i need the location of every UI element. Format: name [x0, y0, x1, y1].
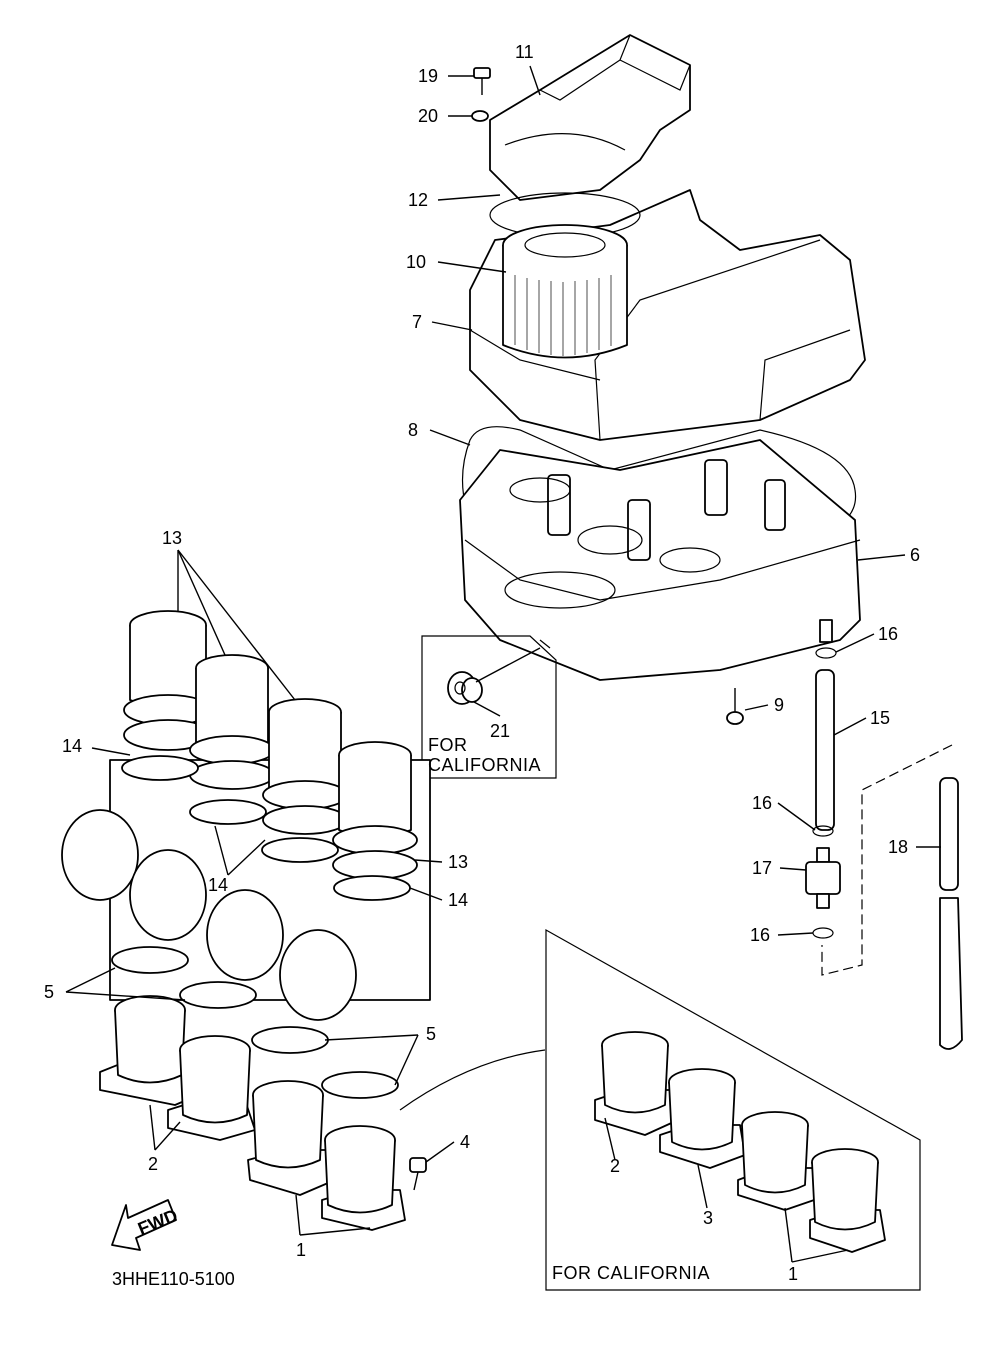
callout-2-inset: 2	[610, 1156, 620, 1176]
fwd-arrow	[111, 1199, 177, 1251]
callout-8: 8	[408, 420, 418, 440]
california-box-frame	[421, 635, 557, 779]
callout-16-mid: 16	[752, 793, 772, 813]
bolt-4	[409, 1157, 427, 1191]
callout-16-bottom: 16	[750, 925, 770, 945]
california-joint-2	[594, 1031, 679, 1136]
clamp-5-3	[251, 1026, 329, 1054]
callout-10: 10	[406, 252, 426, 272]
california-joint-3	[659, 1068, 746, 1169]
california-box-line1: FOR	[428, 735, 468, 755]
grommet-21	[447, 671, 483, 705]
callout-17: 17	[752, 858, 772, 878]
clamp-5-1	[111, 946, 189, 974]
california-inset-frame	[545, 928, 921, 1291]
carburetor-joint-2-2	[167, 1035, 256, 1141]
california-box-line2: CALIFORNIA	[428, 755, 541, 775]
clamp-14-2	[189, 799, 267, 825]
washer-20	[471, 110, 489, 122]
intake-joint-13-4	[332, 741, 418, 880]
screw-9	[726, 688, 744, 725]
carburetor-joint-1-2	[321, 1125, 406, 1231]
clip-16-top	[815, 647, 837, 659]
california-joint-1-1	[737, 1111, 821, 1211]
callout-19: 19	[418, 66, 438, 86]
clip-16-mid	[812, 825, 834, 837]
callout-11: 11	[515, 42, 534, 62]
intake-joint-13-3	[262, 698, 348, 835]
hose-18	[939, 777, 963, 1050]
filter-element	[502, 224, 628, 359]
callout-14-mid: 14	[208, 875, 228, 895]
callout-1-left: 1	[296, 1240, 306, 1260]
air-filter-case-lower	[459, 439, 861, 681]
screw-19	[473, 67, 491, 95]
callout-21: 21	[490, 721, 510, 741]
joint-17	[805, 847, 841, 909]
callout-2-left: 2	[148, 1154, 158, 1174]
callout-4: 4	[460, 1132, 470, 1152]
callout-14-right: 14	[448, 890, 468, 910]
callout-14-left: 14	[62, 736, 82, 756]
diagram-code: 3HHE110-5100	[112, 1269, 235, 1289]
callout-5-right: 5	[426, 1024, 436, 1044]
california-joint-1-2	[809, 1148, 886, 1253]
clamp-5-2	[179, 981, 257, 1009]
callout-6: 6	[910, 545, 920, 565]
california-inset-pointer	[399, 1049, 546, 1111]
callout-9: 9	[774, 695, 784, 715]
clamp-14-3	[261, 837, 339, 863]
callout-18: 18	[888, 837, 908, 857]
breather-hose-15	[815, 669, 835, 831]
callout-3-inset: 3	[703, 1208, 713, 1228]
callout-15: 15	[870, 708, 890, 728]
callout-20: 20	[418, 106, 438, 126]
callout-7: 7	[412, 312, 422, 332]
callout-13-right: 13	[448, 852, 468, 872]
intake-joint-13-1	[123, 610, 213, 751]
carburetor-joint-1-1	[247, 1080, 336, 1196]
clamp-14-4	[333, 875, 411, 901]
clip-16-bottom	[812, 927, 834, 939]
callout-1-inset: 1	[788, 1264, 798, 1284]
clamp-14-1	[121, 755, 199, 781]
intake-joint-13-2	[189, 654, 275, 790]
clamp-5-4	[321, 1071, 399, 1099]
callout-5-left: 5	[44, 982, 54, 1002]
callout-13-top: 13	[162, 528, 182, 548]
leader-lines	[65, 65, 941, 1263]
intake-duct	[489, 34, 691, 201]
california-inset-label: FOR CALIFORNIA	[552, 1263, 710, 1283]
callout-12: 12	[408, 190, 428, 210]
callout-16-top: 16	[878, 624, 898, 644]
